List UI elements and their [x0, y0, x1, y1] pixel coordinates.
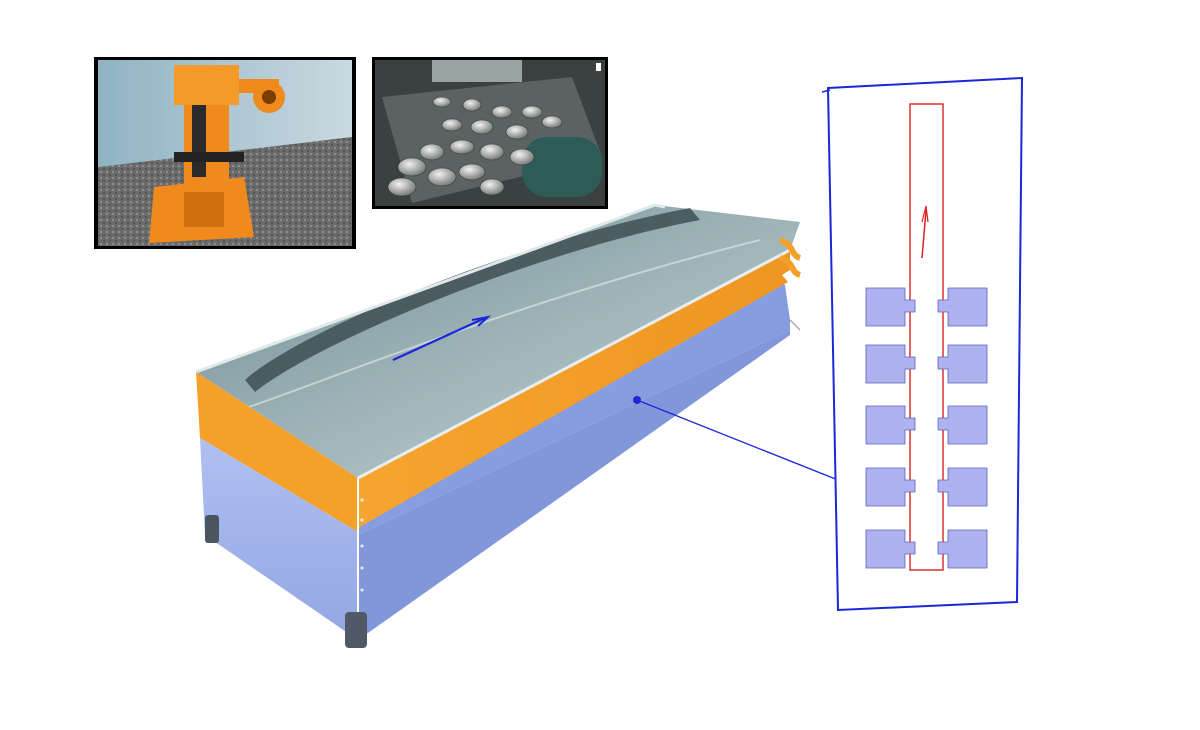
flow-arrow-icon [392, 315, 492, 362]
trough-side-panel-lower [358, 330, 790, 640]
pocket-icon [937, 344, 988, 384]
pocket-icon [865, 287, 916, 327]
trough-foot [205, 515, 219, 543]
pocket-icon [937, 405, 988, 445]
pocket-group [865, 287, 988, 569]
pocket-icon [937, 287, 988, 327]
trough-orange-band-side [358, 250, 790, 528]
red-channel [909, 103, 944, 571]
pocket-icon [865, 529, 916, 569]
pocket-icon [937, 467, 988, 507]
trough-tray [196, 205, 800, 478]
machine-photo [94, 57, 356, 249]
pocket-icon [865, 467, 916, 507]
trough-front-face [200, 438, 358, 640]
pocket-layout-outline [826, 76, 1024, 612]
flow-arrow-red-icon [921, 205, 929, 259]
coin-tray-photo [372, 57, 608, 209]
pocket-icon [865, 405, 916, 445]
pocket-icon [937, 529, 988, 569]
pocket-icon [865, 344, 916, 384]
callout-line [636, 399, 839, 481]
trough-foot [345, 612, 367, 648]
trough-orange-band-front [196, 372, 358, 532]
trough-side-panel [358, 280, 790, 535]
